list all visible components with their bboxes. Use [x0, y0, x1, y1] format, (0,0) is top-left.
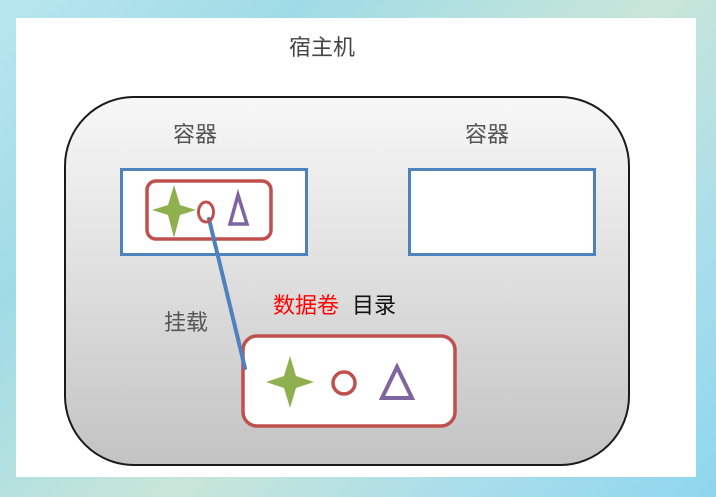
mount-label: 挂载 — [164, 311, 209, 336]
star-icon — [152, 185, 196, 238]
mount-connector-line — [207, 217, 247, 370]
container-2-label: 容器 — [465, 123, 510, 148]
container-1-label: 容器 — [173, 123, 218, 148]
volume-directory-label: 数据卷 目录 — [273, 296, 396, 318]
volume-directory-box — [241, 334, 457, 428]
star-icon — [266, 356, 314, 408]
container-2-box — [408, 168, 596, 256]
host-title: 宿主机 — [289, 36, 356, 61]
circle-icon — [331, 370, 357, 396]
volume-highlight-text: 数据卷 — [273, 294, 340, 319]
volume-directory-text: 目录 — [352, 294, 397, 319]
circle-icon — [197, 200, 215, 224]
triangle-icon — [378, 362, 416, 400]
triangle-icon — [227, 188, 250, 226]
